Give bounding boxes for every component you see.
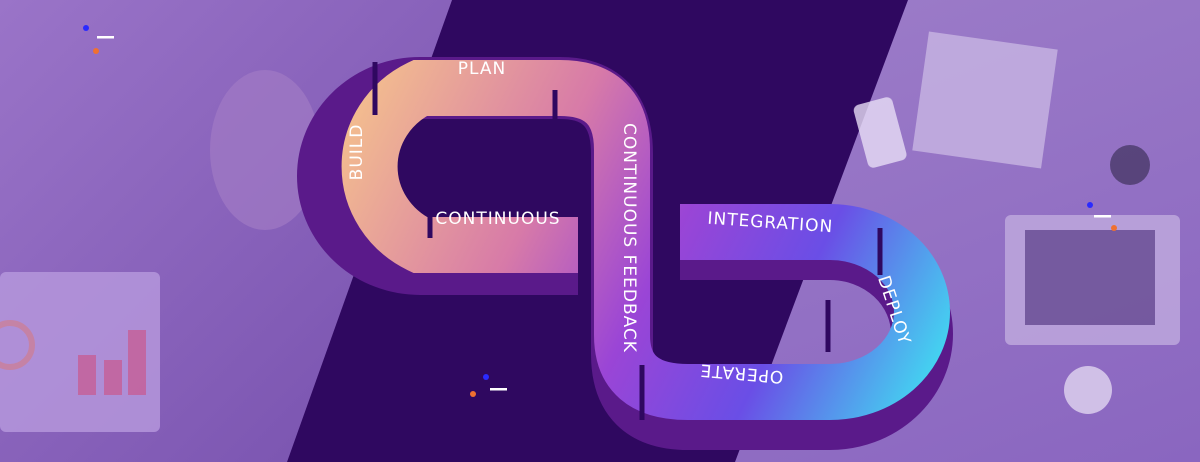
devops-infinity-loop [341,60,950,420]
stage-label-plan: PLAN [458,59,506,79]
stage-label-build: BUILD [347,124,367,181]
left-photo-laptop [0,272,160,432]
decorative-dots [83,25,1117,397]
left-photo-person [210,70,320,230]
segment-dividers [372,62,883,420]
stage-label-continuous-feedback: CONTINUOUS FEEDBACK [619,123,639,353]
stage-label-continuous: CONTINUOUS [435,209,560,229]
right-photo-desk [853,31,1180,414]
